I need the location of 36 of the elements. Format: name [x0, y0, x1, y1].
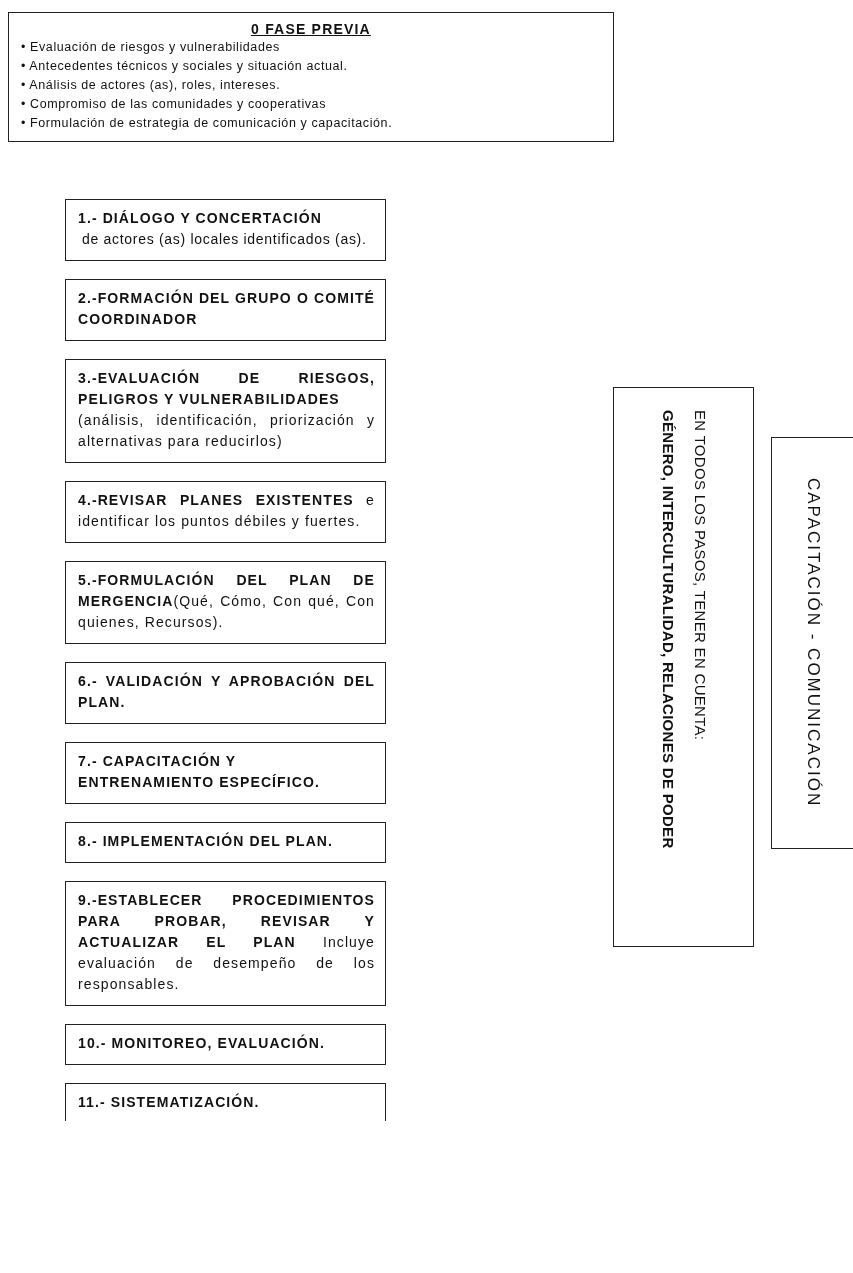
step-box [65, 481, 386, 543]
step-box [65, 822, 386, 863]
step-text: 11.- SISTEMATIZACIÓN. [78, 1092, 261, 1112]
vertical-text: EN TODOS LOS PASOS, TENER EN CUENTA: [690, 409, 710, 741]
step-box [65, 742, 386, 804]
step-text: 7.- CAPACITACIÓN Y ENTRENAMIENTO ESPECÍFICO. [78, 751, 321, 792]
step-box [65, 662, 386, 724]
step-text: 6.- VALIDACIÓN Y APROBACIÓN DEL PLAN. [78, 671, 375, 712]
bullet-item: • Formulación de estrategia de comunicación y capacitación. [21, 115, 394, 132]
step-box [65, 881, 386, 1006]
step-text: 2.-FORMACIÓN DEL GRUPO O COMITÉ COORDINADOR [78, 288, 375, 329]
vertical-text: CAPACITACIÓN - COMUNICACIÓN [802, 478, 824, 808]
note-box [771, 437, 853, 849]
bullet-item: • Compromiso de las comunidades y cooperativas [21, 96, 328, 113]
bullet-item: • Antecedentes técnicos y sociales y situación actual. [21, 58, 349, 75]
step-box [65, 1083, 386, 1121]
step-box [65, 1024, 386, 1065]
bullet-item: • Análisis de actores (as), roles, intereses. [21, 77, 282, 94]
step-text: (análisis, identificación, priorización y alternativas para reducirlos) [78, 411, 375, 451]
step-text: 5.-FORMULACIÓN DEL PLAN DE MERGENCIA(Qué, Cómo, Con qué, Con quienes, Recursos). [78, 570, 375, 632]
step-box [65, 359, 386, 463]
step-text: 8.- IMPLEMENTACIÓN DEL PLAN. [78, 831, 335, 851]
step-box [65, 561, 386, 644]
step-box [65, 279, 386, 341]
step-heading: 3.-EVALUACIÓN DE RIESGOS, PELIGROS Y VULNERABILIDADES [78, 368, 375, 409]
step-text: 4.-REVISAR PLANES EXISTENTES e identificar los puntos débiles y fuertes. [78, 491, 375, 531]
step-box [65, 199, 386, 261]
step-heading: 1.- DIÁLOGO Y CONCERTACIÓN [78, 208, 324, 228]
phase-box [8, 12, 614, 142]
step-text: de actores (as) locales identificados (as). [81, 230, 368, 249]
bullet-item: • Evaluación de riesgos y vulnerabilidades [21, 39, 281, 56]
vertical-text: GÉNERO, INTERCULTURALIDAD, RELACIONES DE PODER [658, 409, 678, 849]
step-text: 10.- MONITOREO, EVALUACIÓN. [78, 1033, 326, 1053]
note-box [613, 387, 754, 947]
step-text: 9.-ESTABLECER PROCEDIMIENTOS PARA PROBAR, REVISAR Y ACTUALIZAR EL PLAN Incluye evaluación de desempeño de los responsables. [78, 891, 375, 994]
section-heading: 0 FASE PREVIA [250, 21, 372, 37]
